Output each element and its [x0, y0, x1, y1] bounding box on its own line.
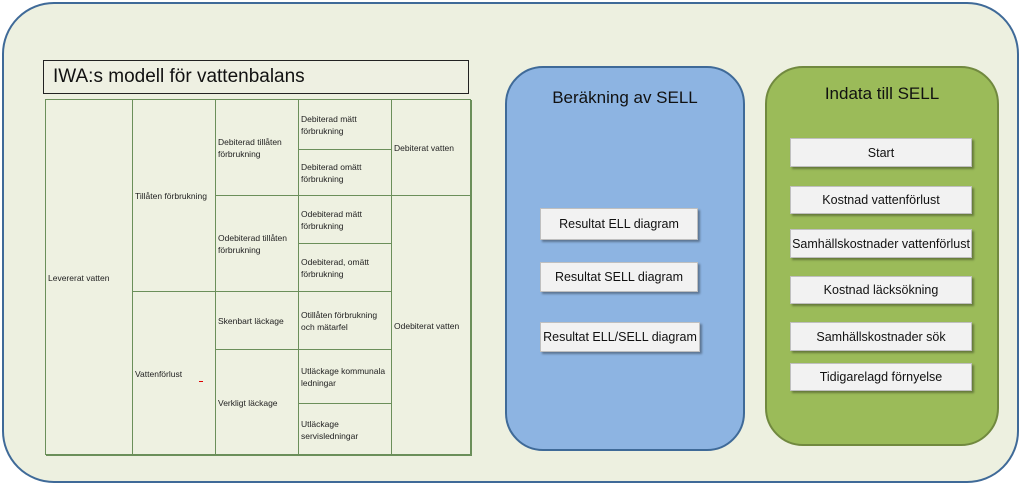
iwa-title-box: IWA:s modell för vattenbalans — [43, 60, 469, 94]
cell-debiterad-matt: Debiterad mätt förbrukning — [299, 100, 392, 150]
samhallskostnader-vattenforlust-button[interactable]: Samhällskostnader vattenförlust — [790, 229, 972, 258]
indata-title: Indata till SELL — [824, 84, 940, 103]
kostnad-vattenforlust-button[interactable]: Kostnad vattenförlust — [790, 186, 972, 214]
resultat-sell-button[interactable]: Resultat SELL diagram — [540, 262, 698, 292]
cell-debiterad-tillaten: Debiterad tillåten förbrukning — [216, 100, 299, 196]
cell-verkligt-lackage: Verkligt läckage — [216, 350, 299, 456]
cell-skenbart-lackage: Skenbart läckage — [216, 292, 299, 350]
berakning-title: Beräkning av SELL — [552, 88, 698, 107]
cell-odebiterad-omatt: Odebiterad, omätt förbrukning — [299, 244, 392, 292]
red-mark — [199, 381, 203, 382]
cell-odebiterat-vatten: Odebiterat vatten — [392, 196, 472, 456]
kostnad-lacksokning-button[interactable]: Kostnad läcksökning — [790, 276, 972, 304]
cell-debiterat-vatten: Debiterat vatten — [392, 100, 472, 196]
tidigarelagd-fornyelse-button[interactable]: Tidigarelagd förnyelse — [790, 363, 972, 391]
cell-otillaten-forbrukning: Otillåten förbrukning och mätarfel — [299, 292, 392, 350]
cell-levererat-vatten: Levererat vatten — [46, 100, 133, 456]
cell-odebiterad-matt: Odebiterad mätt förbrukning — [299, 196, 392, 244]
resultat-ell-sell-button[interactable]: Resultat ELL/SELL diagram — [540, 322, 700, 352]
iwa-water-balance-table: Levererat vatten Tillåten förbrukning Va… — [45, 99, 472, 456]
berakning-column: Beräkning av SELL — [505, 66, 745, 451]
start-button[interactable]: Start — [790, 138, 972, 167]
samhallskostnader-sok-button[interactable]: Samhällskostnader sök — [790, 322, 972, 351]
cell-debiterad-omatt: Debiterad omätt förbrukning — [299, 150, 392, 196]
iwa-title: IWA:s modell för vattenbalans — [53, 66, 305, 87]
cell-tillaten-forbrukning: Tillåten förbrukning — [133, 100, 216, 292]
resultat-ell-button[interactable]: Resultat ELL diagram — [540, 208, 698, 240]
cell-utlackage-servis: Utläckage servisledningar — [299, 404, 392, 456]
cell-odebiterad-tillaten: Odebiterad tillåten förbrukning — [216, 196, 299, 292]
cell-vattenforlust: Vattenförlust — [133, 292, 216, 456]
cell-utlackage-kommunala: Utläckage kommunala ledningar — [299, 350, 392, 404]
